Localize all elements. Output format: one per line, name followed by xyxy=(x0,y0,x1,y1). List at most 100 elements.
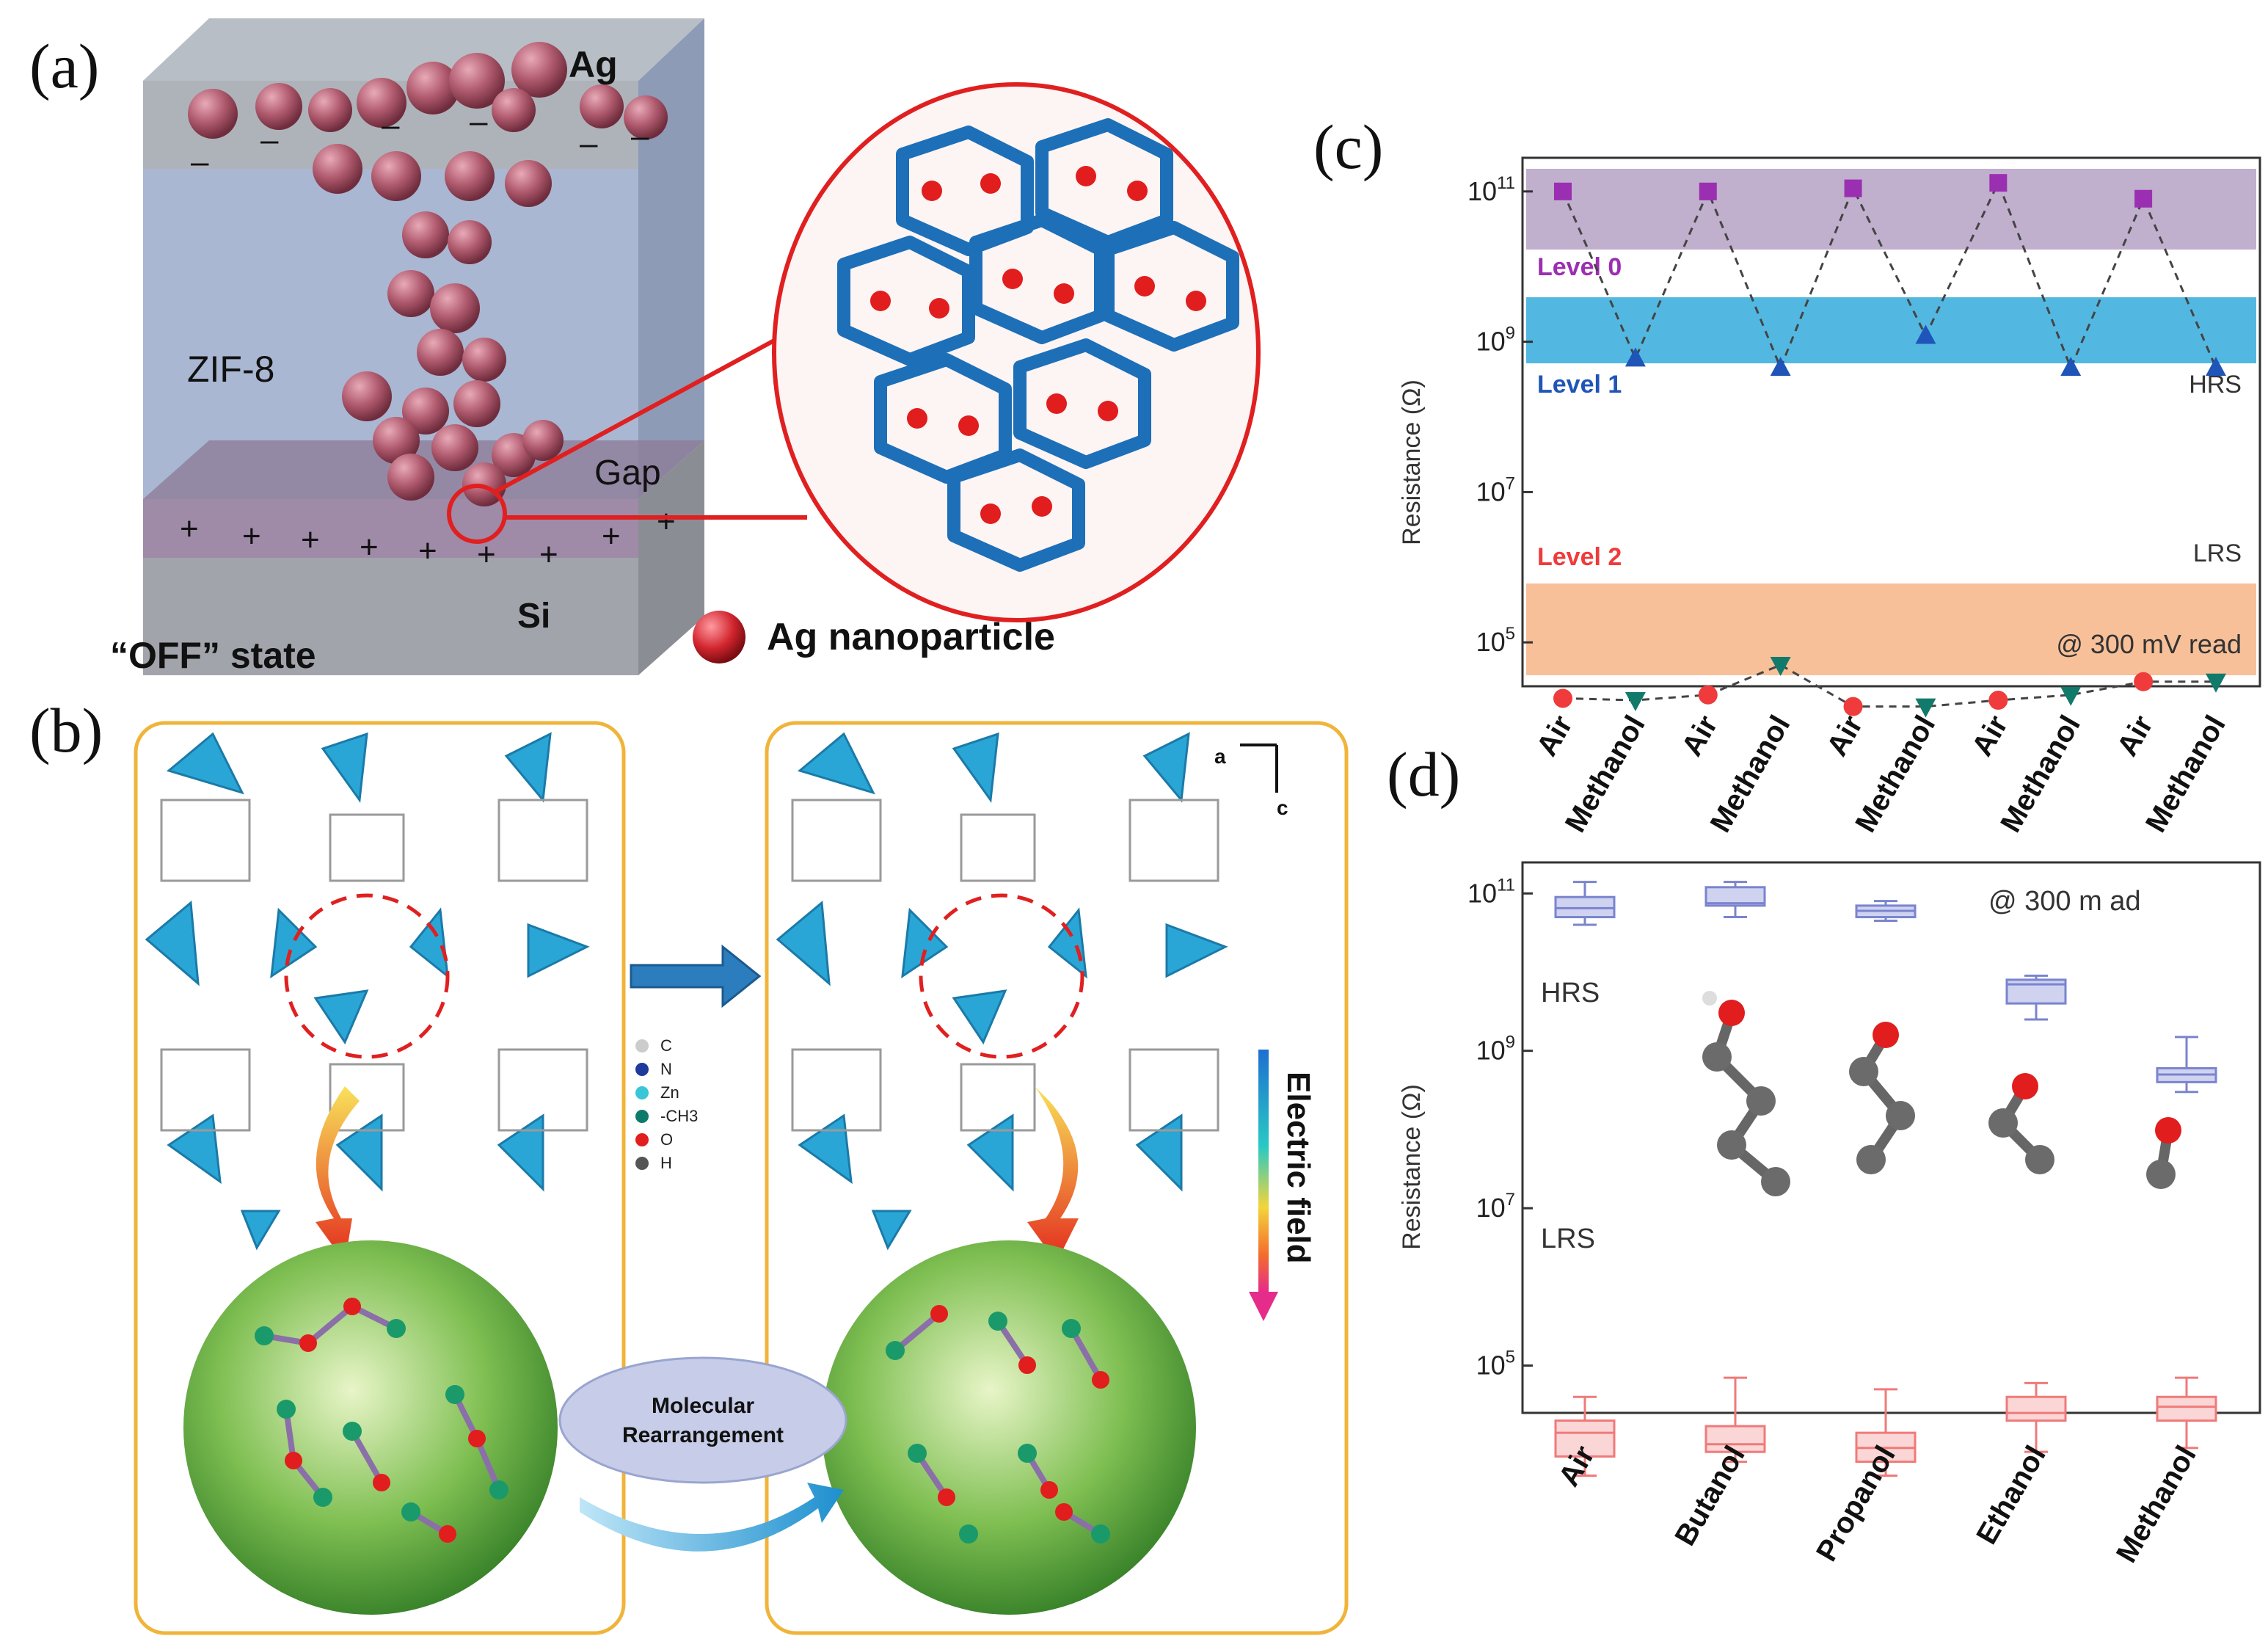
plus-charges: +++ +++ +++ xyxy=(180,503,676,572)
svg-text:+: + xyxy=(602,518,621,554)
electric-field-arrowhead xyxy=(1249,1292,1278,1321)
svg-text:+: + xyxy=(418,533,437,569)
axis-arrows xyxy=(1240,744,1278,793)
svg-text:+: + xyxy=(242,518,261,554)
svg-text:–: – xyxy=(191,144,209,180)
panel-b-letter: (b) xyxy=(29,695,103,766)
legend-o: O xyxy=(660,1130,673,1149)
rearrangement-curved-arrow xyxy=(580,1483,844,1552)
y-tick-label: 1011 xyxy=(1467,875,1515,908)
legend-n: N xyxy=(660,1060,672,1078)
lrs-trace-line xyxy=(1562,664,2216,708)
level2-air-point xyxy=(1988,691,2008,710)
x-tick-label: Air xyxy=(1676,710,1724,762)
y-tick-label: 105 xyxy=(1476,624,1515,657)
zoom-circle-small xyxy=(447,484,507,544)
structure-frame-right xyxy=(765,721,1349,1635)
level2-air-point xyxy=(1553,688,1572,708)
level2-methanol-point xyxy=(1625,692,1646,712)
minus-charges: ––– ––– xyxy=(191,103,649,180)
zif8-cage-framework xyxy=(837,118,1239,572)
zif8-cage-zoom xyxy=(772,82,1261,622)
level2-methanol-point xyxy=(2206,673,2226,693)
level2-methanol-point xyxy=(1915,698,1936,718)
ethanol-molecule xyxy=(1988,1073,2054,1174)
ag-particle-cluster xyxy=(188,42,668,506)
y-tick-label: 109 xyxy=(1476,1033,1515,1066)
level2-band xyxy=(1526,583,2256,675)
level0-label: Level 0 xyxy=(1537,253,1622,281)
zif8-lattice-left xyxy=(145,732,590,1251)
level2-label: Level 2 xyxy=(1537,543,1622,571)
level2-air-point xyxy=(1843,697,1863,716)
legend-h: H xyxy=(660,1154,672,1172)
legend-ch3: -CH3 xyxy=(660,1107,698,1125)
level0-band xyxy=(1526,169,2256,250)
lrs-label-c: LRS xyxy=(2193,539,2242,567)
panel-d-marks xyxy=(1554,881,2217,1477)
panel-d-ylabel: Resistance (Ω) xyxy=(1398,1084,1426,1250)
svg-text:+: + xyxy=(180,511,199,547)
panel-c-letter: (c) xyxy=(1313,112,1384,182)
propanol-molecule xyxy=(1849,1022,1915,1174)
x-tick-label: Air xyxy=(1820,710,1869,762)
level1-label: Level 1 xyxy=(1537,371,1622,399)
axis-label-c: c xyxy=(1277,796,1288,819)
level1-point xyxy=(2206,357,2226,377)
guest-molecules xyxy=(870,166,1206,524)
zif8-label: ZIF-8 xyxy=(187,349,274,390)
read-annotation-d: @ 300 m ad xyxy=(1988,886,2141,917)
transition-arrow xyxy=(630,944,762,1008)
read-annotation-c: @ 300 mV read xyxy=(2056,629,2242,659)
x-tick-label: Methanol xyxy=(2110,1441,2203,1568)
butanol-molecule xyxy=(1702,991,1790,1196)
panel-a-diagram: Ag ZIF-8 Gap Si “OFF” state +++ +++ +++ … xyxy=(110,18,1261,676)
level2-methanol-point xyxy=(2060,686,2082,706)
x-tick-label: Ethanol xyxy=(1970,1441,2052,1550)
zoom-line-upper xyxy=(494,324,801,494)
hrs-label-d: HRS xyxy=(1541,978,1600,1008)
rearrangement-label-bubble xyxy=(558,1356,847,1484)
lrs-box xyxy=(2005,1395,2067,1422)
svg-text:+: + xyxy=(360,529,379,565)
level2-air-point xyxy=(2134,672,2154,691)
x-tick-label: Air xyxy=(2111,710,2159,762)
molecule-network-before xyxy=(255,1298,508,1543)
panel-d-letter: (d) xyxy=(1387,739,1461,810)
rearrangement-label-line1: Molecular xyxy=(652,1394,754,1418)
electric-field-gradient xyxy=(1258,1050,1269,1292)
flame-arrow-right xyxy=(1027,1086,1079,1262)
panel-b-diagram: a c C N Zn -CH3 O H Electric field xyxy=(134,721,1349,1635)
off-state-label: “OFF” state xyxy=(110,635,316,676)
svg-text:+: + xyxy=(657,503,676,539)
gap-label: Gap xyxy=(594,454,661,492)
molecule-sphere-before xyxy=(183,1240,558,1615)
methanol-molecule xyxy=(2146,1117,2181,1189)
electric-field-label: Electric field xyxy=(1280,1072,1316,1264)
y-tick-label: 1011 xyxy=(1467,173,1515,206)
legend-c: C xyxy=(660,1036,672,1055)
svg-text:–: – xyxy=(580,126,598,161)
axis-label-a: a xyxy=(1214,745,1226,768)
atom-legend: C N Zn -CH3 O H xyxy=(635,1036,698,1172)
molecule-network-after xyxy=(886,1305,1110,1544)
lrs-box xyxy=(1704,1425,1766,1453)
svg-text:+: + xyxy=(301,522,320,558)
svg-text:+: + xyxy=(539,537,558,572)
alcohol-molecule-models xyxy=(1702,991,2181,1196)
level0-point xyxy=(1699,182,1717,200)
svg-text:–: – xyxy=(631,118,649,154)
panel-a-letter: (a) xyxy=(29,31,100,101)
zif8-lattice-right xyxy=(776,732,1228,1251)
y-tick-label: 107 xyxy=(1476,1190,1515,1223)
level2-methanol-point xyxy=(1770,657,1791,677)
lrs-box xyxy=(1554,1419,1616,1458)
molecule-sphere-after xyxy=(822,1240,1196,1615)
rearrangement-label-line2: Rearrangement xyxy=(622,1423,784,1447)
ag-label: Ag xyxy=(569,44,618,85)
level0-point xyxy=(2134,189,2153,208)
panel-c-ylabel: Resistance (Ω) xyxy=(1398,379,1426,545)
